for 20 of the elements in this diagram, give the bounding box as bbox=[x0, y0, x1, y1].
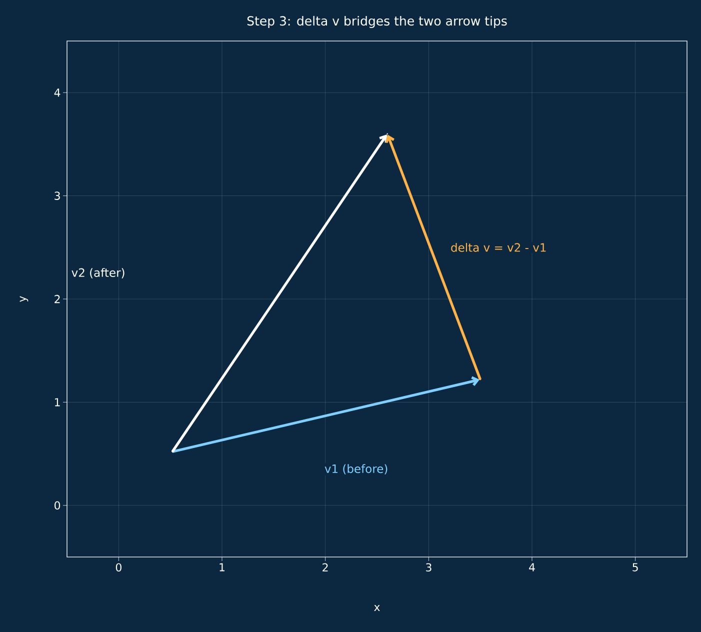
tick-label: 1 bbox=[55, 398, 60, 406]
tick-label: 1 bbox=[220, 563, 224, 572]
axis-label: x bbox=[374, 605, 380, 611]
axis-label: y bbox=[20, 296, 28, 302]
tick-label: 4 bbox=[529, 563, 535, 572]
vector-arrow bbox=[172, 376, 480, 453]
vector-label: v1 (before) bbox=[324, 464, 388, 474]
tick-label: 3 bbox=[54, 192, 60, 200]
vector-label: delta v = v2 - v1 bbox=[451, 242, 546, 252]
tick-label: 3 bbox=[426, 563, 432, 572]
tick-label: 0 bbox=[116, 563, 122, 572]
tick-label: 0 bbox=[54, 501, 60, 510]
tick-label: 2 bbox=[322, 563, 328, 572]
title: Step 3: delta v bridges the two arrow tips bbox=[247, 16, 507, 28]
tick-label: 5 bbox=[632, 563, 638, 572]
tick-label: 2 bbox=[54, 294, 60, 304]
vector-arrow bbox=[172, 134, 388, 452]
vector-arrow bbox=[385, 134, 482, 380]
vector-label: v2 (after) bbox=[72, 268, 124, 278]
tick-label: 4 bbox=[54, 88, 60, 97]
